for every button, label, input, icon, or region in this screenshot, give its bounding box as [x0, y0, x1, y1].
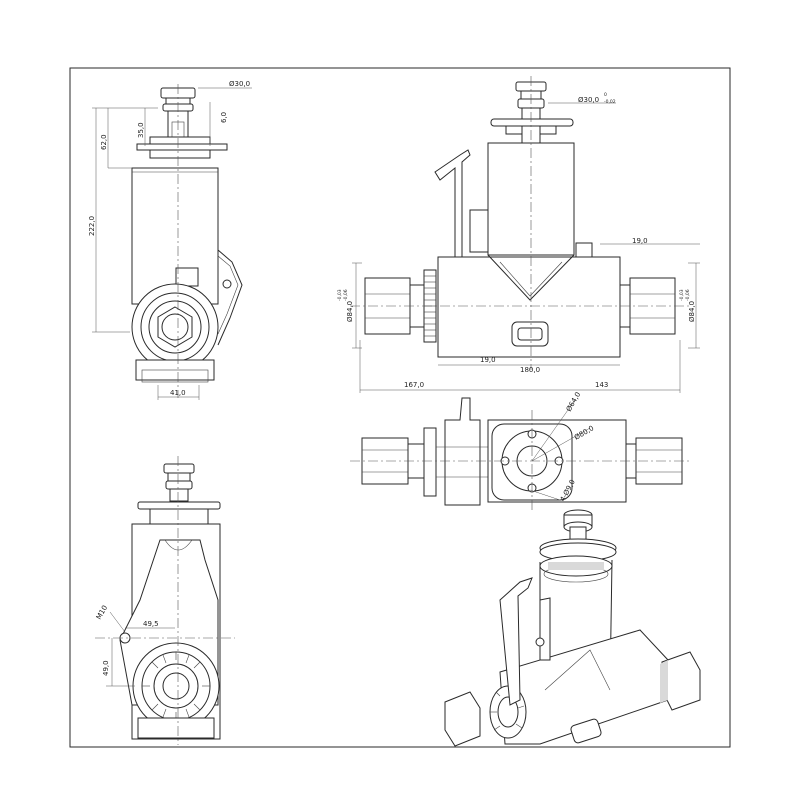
dim-143: 143: [595, 381, 608, 389]
dim-d84-left-tol-up: -0,03: [337, 289, 343, 301]
dim-35: 35,0: [137, 122, 145, 138]
dim-41: 41,0: [170, 389, 186, 397]
dim-167: 167,0: [404, 381, 424, 389]
isometric-view: [444, 509, 701, 747]
dim-d30-tol-lower: -0,02: [604, 99, 616, 105]
drawing-frame: [69, 67, 731, 748]
dim-49: 49,0: [102, 660, 110, 676]
plan-view-middle-right: [350, 397, 690, 512]
dim-d84-right-tol-low: -0,06: [685, 289, 691, 301]
dim-d84-right: Ø84,0: [688, 301, 696, 322]
side-view-bottom-left: [95, 456, 235, 745]
side-view-top-left: [92, 84, 252, 400]
dim-6: 6,0: [220, 112, 228, 123]
dim-62: 62,0: [100, 134, 108, 150]
dim-d30-top-left: Ø30,0: [229, 80, 250, 88]
dim-180: 180,0: [520, 366, 540, 374]
dim-d30-tolerance: Ø30,0: [578, 96, 599, 104]
dim-d30-tol-upper: 0: [604, 92, 607, 98]
dim-222: 222,0: [88, 216, 96, 236]
dim-d84-right-tol-up: -0,03: [679, 289, 685, 301]
dim-d84-left-tol-low: -0,06: [343, 289, 349, 301]
dim-19-bottom: 19,0: [480, 356, 496, 364]
dim-19-right: 19,0: [632, 237, 648, 245]
dim-m10: M10: [95, 604, 109, 621]
dim-d84-left: Ø84,0: [346, 301, 354, 322]
dim-d64: Ø64,0: [565, 391, 582, 413]
front-view-top-right: [350, 76, 700, 393]
dim-49-5: 49,5: [143, 620, 159, 628]
